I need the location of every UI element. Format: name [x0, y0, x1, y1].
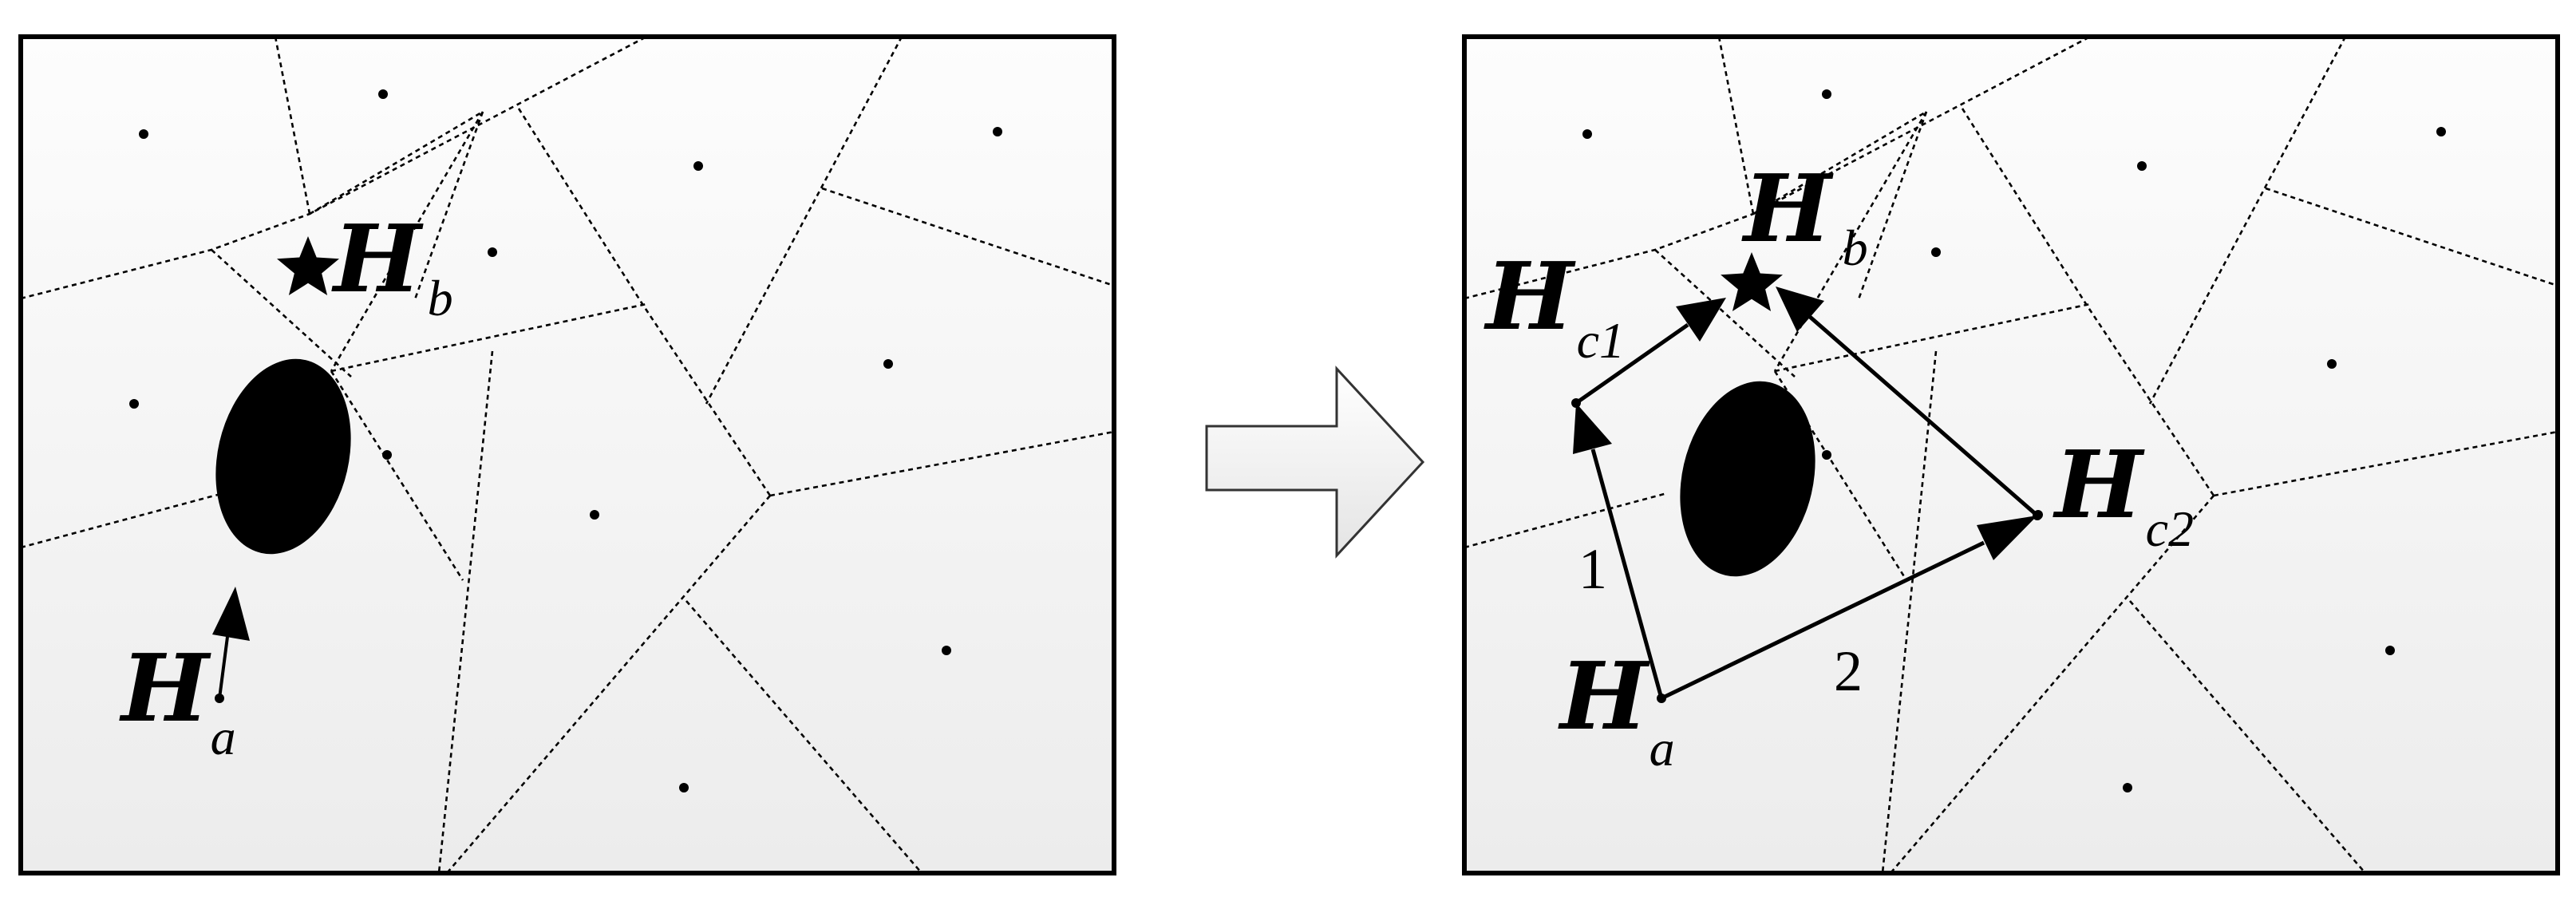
- right-start-main: H: [1558, 642, 1650, 751]
- left-start-arrow: [212, 587, 250, 699]
- path-1-leg-b: [1574, 322, 1689, 405]
- right-panel-frame: [1462, 34, 2560, 875]
- arrowhead: [1776, 287, 1824, 332]
- site-point: [1822, 89, 1831, 99]
- voronoi-edge: [21, 37, 647, 300]
- voronoi-edge: [705, 37, 903, 405]
- voronoi-edge: [309, 110, 484, 215]
- arrowhead: [1977, 516, 2037, 560]
- voronoi-edge: [1890, 495, 2214, 873]
- path-nodes: [1571, 398, 2042, 703]
- voronoi-edge: [769, 430, 1114, 497]
- voronoi-edge: [1717, 37, 1755, 215]
- site-point: [993, 127, 1002, 136]
- site-point: [378, 89, 388, 99]
- left-goal-sub: b: [428, 270, 453, 326]
- obstacle: [215, 358, 351, 555]
- site-point: [883, 359, 893, 369]
- left-start-main: H: [119, 634, 211, 743]
- right-goal-main: H: [1741, 155, 1834, 263]
- path-1-label: 1: [1578, 537, 1607, 601]
- right-goal-sub: b: [1843, 219, 1868, 276]
- site-point: [2123, 783, 2132, 792]
- star-icon: [1721, 252, 1783, 311]
- voronoi-edge: [685, 600, 923, 873]
- site-point: [2327, 359, 2337, 369]
- voronoi-edge: [517, 108, 772, 496]
- waypoint-1-label: Hc1: [1484, 243, 1625, 369]
- site-point: [2385, 646, 2395, 655]
- left-goal-main: H: [331, 205, 424, 314]
- star-icon: [277, 236, 339, 295]
- waypoint-1-sub: c1: [1577, 312, 1625, 369]
- voronoi-edge: [821, 187, 1114, 287]
- site-point: [382, 450, 392, 460]
- site-point: [488, 247, 497, 257]
- site-point: [1582, 129, 1592, 139]
- site-point: [590, 510, 599, 520]
- obstacle: [1680, 381, 1815, 577]
- voronoi-edge: [1464, 37, 2091, 300]
- voronoi-edge: [330, 111, 484, 372]
- voronoi-edge: [1961, 108, 2215, 496]
- site-point: [2436, 127, 2446, 136]
- planned-paths: [1574, 315, 2039, 701]
- path-2-label: 2: [1834, 639, 1863, 703]
- path-arrowheads: [1573, 287, 2037, 560]
- waypoint-2-label: Hc2: [2053, 431, 2194, 557]
- left-site-points: [129, 89, 1002, 792]
- waypoint-2-sub: c2: [2146, 500, 2194, 557]
- voronoi-edge: [446, 495, 771, 873]
- site-point: [1822, 450, 1831, 460]
- waypoint-1-main: H: [1484, 243, 1576, 351]
- arrowhead: [1676, 298, 1726, 342]
- site-point: [139, 129, 148, 139]
- site-point: [679, 783, 689, 792]
- path-2-leg-a: [1660, 540, 1985, 701]
- voronoi-edge: [1752, 110, 1927, 215]
- path-2-leg-b: [1808, 315, 2039, 517]
- site-point: [693, 161, 703, 171]
- path-1-leg-a: [1590, 449, 1664, 699]
- arrowhead: [1573, 403, 1612, 454]
- voronoi-edge: [1773, 370, 1908, 581]
- site-point: [942, 646, 951, 655]
- right-start-sub: a: [1650, 720, 1675, 777]
- right-arrow-icon: [1205, 366, 1425, 559]
- voronoi-edge: [1857, 111, 1928, 300]
- node-c2: [2033, 511, 2042, 520]
- left-panel-frame: [18, 34, 1116, 875]
- node-c1: [1571, 398, 1581, 408]
- site-point: [2137, 161, 2147, 171]
- voronoi-edge: [330, 370, 464, 581]
- left-start-sub: a: [211, 709, 236, 765]
- site-point: [1931, 247, 1941, 257]
- voronoi-edge: [330, 302, 647, 373]
- left-voronoi-edges: [21, 37, 1114, 873]
- voronoi-edge: [413, 111, 484, 300]
- waypoint-2-main: H: [2053, 431, 2145, 539]
- right-start-label: Ha: [1558, 642, 1675, 777]
- voronoi-edge: [274, 37, 311, 215]
- site-point: [129, 399, 139, 409]
- voronoi-edge: [2129, 600, 2366, 873]
- voronoi-edge: [2213, 430, 2558, 497]
- voronoi-edge: [2265, 187, 2558, 287]
- voronoi-edge: [2148, 37, 2347, 405]
- left-start-label: Ha: [119, 634, 236, 765]
- voronoi-edge: [1774, 302, 2091, 373]
- node-start: [1657, 694, 1666, 703]
